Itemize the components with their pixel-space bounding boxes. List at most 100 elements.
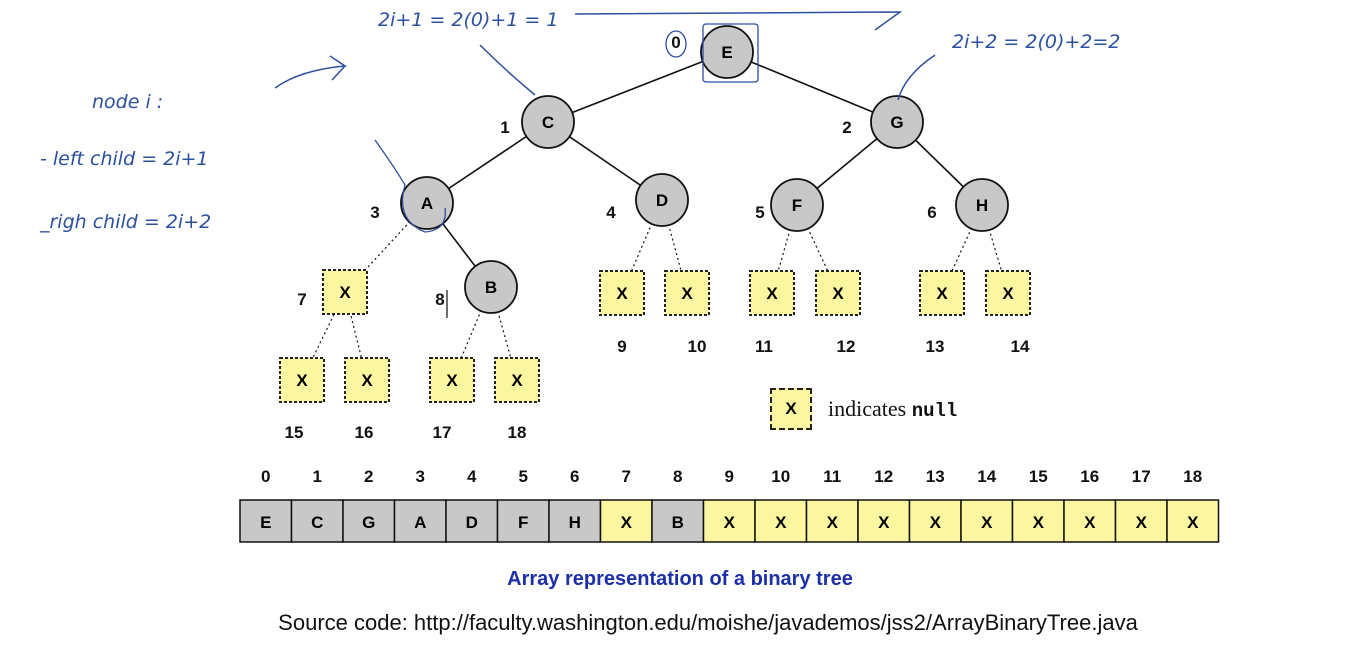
node-circle	[700, 25, 754, 79]
node-label: B	[485, 278, 497, 297]
node-label: G	[890, 113, 903, 132]
tree-edge	[726, 51, 898, 123]
null-box	[664, 270, 710, 316]
annotation-c-hook	[479, 44, 536, 96]
node-index-label: 9	[617, 337, 626, 356]
node-index-label: 5	[755, 203, 764, 222]
array-index-label: 17	[1132, 467, 1151, 486]
array-cell-value: X	[1136, 513, 1148, 532]
null-box	[985, 270, 1031, 316]
array-cell	[702, 499, 756, 543]
null-box	[344, 357, 390, 403]
array-cell	[548, 499, 602, 543]
annotation-top-arrow	[574, 11, 903, 31]
source-code-link[interactable]: Source code: http://faculty.washington.e…	[278, 610, 1138, 635]
node-index-label: 12	[837, 337, 856, 356]
null-node: X	[429, 357, 475, 403]
array-index-label: 9	[725, 467, 734, 486]
node-circle	[955, 178, 1009, 232]
array-index-label: 15	[1029, 467, 1048, 486]
node-label: X	[361, 371, 373, 390]
null-box	[494, 357, 540, 403]
array-cell	[290, 499, 344, 543]
tree-node: C	[521, 95, 575, 149]
null-box	[749, 270, 795, 316]
node-label: X	[616, 284, 628, 303]
array-index-label: 4	[467, 467, 477, 486]
null-node: X	[919, 270, 965, 316]
array-cell-value: X	[1033, 513, 1045, 532]
array-index-label: 8	[673, 467, 682, 486]
array-index-label: 0	[261, 467, 270, 486]
node-index-label: 7	[297, 290, 306, 309]
array-cell-value: E	[260, 513, 271, 532]
array-cell-value: H	[569, 513, 581, 532]
array-cell-value: B	[672, 513, 684, 532]
array-index-label: 12	[874, 467, 893, 486]
node-circle	[635, 173, 689, 227]
node-circle	[870, 95, 924, 149]
node-label: X	[766, 284, 778, 303]
array-index-label: 10	[771, 467, 790, 486]
node-label: X	[936, 284, 948, 303]
array-index-label: 13	[926, 467, 945, 486]
node-circle	[521, 95, 575, 149]
legend-text: indicates null	[828, 396, 957, 422]
node-label: D	[656, 191, 668, 210]
node-index-label: 16	[355, 423, 374, 442]
array-cell-value: A	[414, 513, 426, 532]
array-cell-value: X	[878, 513, 890, 532]
null-node: X	[322, 269, 368, 315]
array-cell	[445, 499, 499, 543]
tree-node: G	[870, 95, 924, 149]
array-index-label: 1	[313, 467, 322, 486]
node-index-label: 0	[671, 33, 680, 52]
node-index-label: 17	[433, 423, 452, 442]
null-box	[322, 269, 368, 315]
annotation-right-child: _righ child = 2i+2	[39, 211, 211, 233]
annotation-left-child: - left child = 2i+1	[40, 148, 209, 170]
node-index-label: 13	[926, 337, 945, 356]
legend-null-code: null	[911, 400, 958, 422]
array-cell	[1114, 499, 1168, 543]
node-label: X	[511, 371, 523, 390]
null-box	[815, 270, 861, 316]
tree-node: E	[700, 25, 754, 79]
array-cell-value: F	[518, 513, 528, 532]
array-cell	[908, 499, 962, 543]
null-node: X	[664, 270, 710, 316]
array-cell-value: X	[827, 513, 839, 532]
annotation-root-index-circle	[665, 30, 687, 58]
handwritten-annotations: 2i+1 = 2(0)+1 = 1 2i+2 = 2(0)+2=2 node i…	[39, 9, 1120, 318]
node-circle	[770, 178, 824, 232]
array-cell-value: X	[981, 513, 993, 532]
node-label: F	[792, 196, 802, 215]
array-cell	[805, 499, 859, 543]
diagram-caption: Array representation of a binary tree	[507, 568, 853, 590]
array-cell	[1011, 499, 1065, 543]
array-index-label: 14	[977, 467, 996, 486]
node-label: E	[721, 43, 732, 62]
array-cell-value: X	[724, 513, 736, 532]
array-cell	[496, 499, 550, 543]
node-index-label: 6	[927, 203, 936, 222]
annotation-right-hook	[897, 54, 936, 101]
null-box	[919, 270, 965, 316]
node-circle	[464, 260, 518, 314]
node-index-label: 10	[688, 337, 707, 356]
array-cell-value: X	[1084, 513, 1096, 532]
annotation-root-box	[702, 23, 759, 83]
array-index-label: 6	[570, 467, 579, 486]
tree-edge	[547, 51, 728, 123]
null-node: X	[344, 357, 390, 403]
annotation-top-formula: 2i+1 = 2(0)+1 = 1	[378, 9, 558, 31]
array-cell-value: G	[362, 513, 375, 532]
array-index-label: 3	[416, 467, 425, 486]
annotation-right-formula: 2i+2 = 2(0)+2=2	[952, 31, 1120, 53]
array-representation: E0C1G2A3D4F5H6X7B8X9X10X11X12X13X14X15X1…	[239, 467, 1220, 543]
null-node: X	[494, 357, 540, 403]
array-index-label: 2	[364, 467, 373, 486]
array-cell	[393, 499, 447, 543]
array-index-label: 11	[823, 467, 841, 486]
